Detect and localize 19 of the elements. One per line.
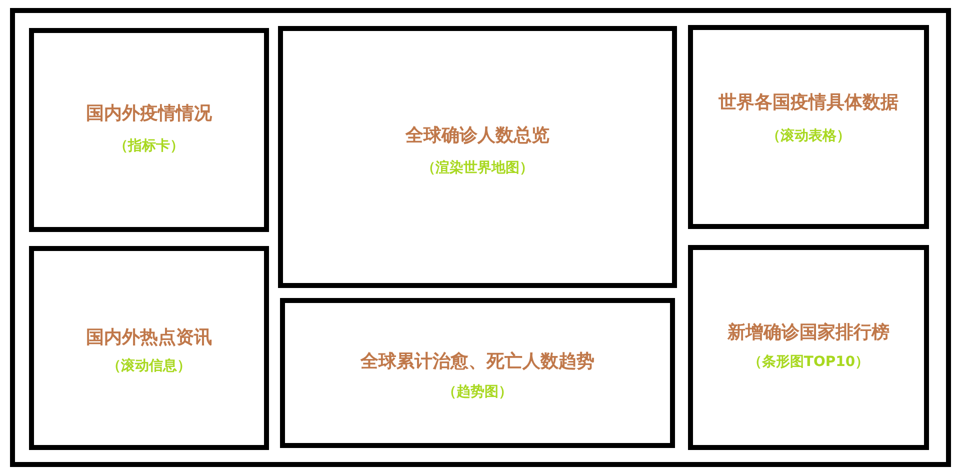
- panel-title: 全球累计治愈、死亡人数趋势: [359, 350, 596, 373]
- panel-title: 国内外热点资讯: [85, 326, 213, 349]
- panel-subtitle: （条形图TOP10）: [746, 353, 870, 371]
- panel-title: 世界各国疫情具体数据: [718, 91, 900, 114]
- panel-box: [688, 25, 929, 229]
- panel-subtitle: （渲染世界地图）: [420, 159, 534, 177]
- panel-subtitle: （指标卡）: [113, 137, 185, 155]
- panel-subtitle: （滚动表格）: [766, 127, 852, 145]
- panel-subtitle: （趋势图）: [442, 383, 514, 401]
- panel-box: [278, 26, 677, 288]
- panel-box: [280, 298, 675, 448]
- panel-box: [29, 28, 269, 232]
- panel-title: 新增确诊国家排行榜: [726, 321, 890, 344]
- panel-title: 全球确诊人数总览: [404, 124, 550, 147]
- panel-subtitle: （滚动信息）: [106, 357, 192, 375]
- panel-title: 国内外疫情情况: [85, 102, 213, 125]
- panel-box: [688, 245, 929, 450]
- frame-box: [10, 8, 951, 467]
- panel-box: [29, 246, 269, 450]
